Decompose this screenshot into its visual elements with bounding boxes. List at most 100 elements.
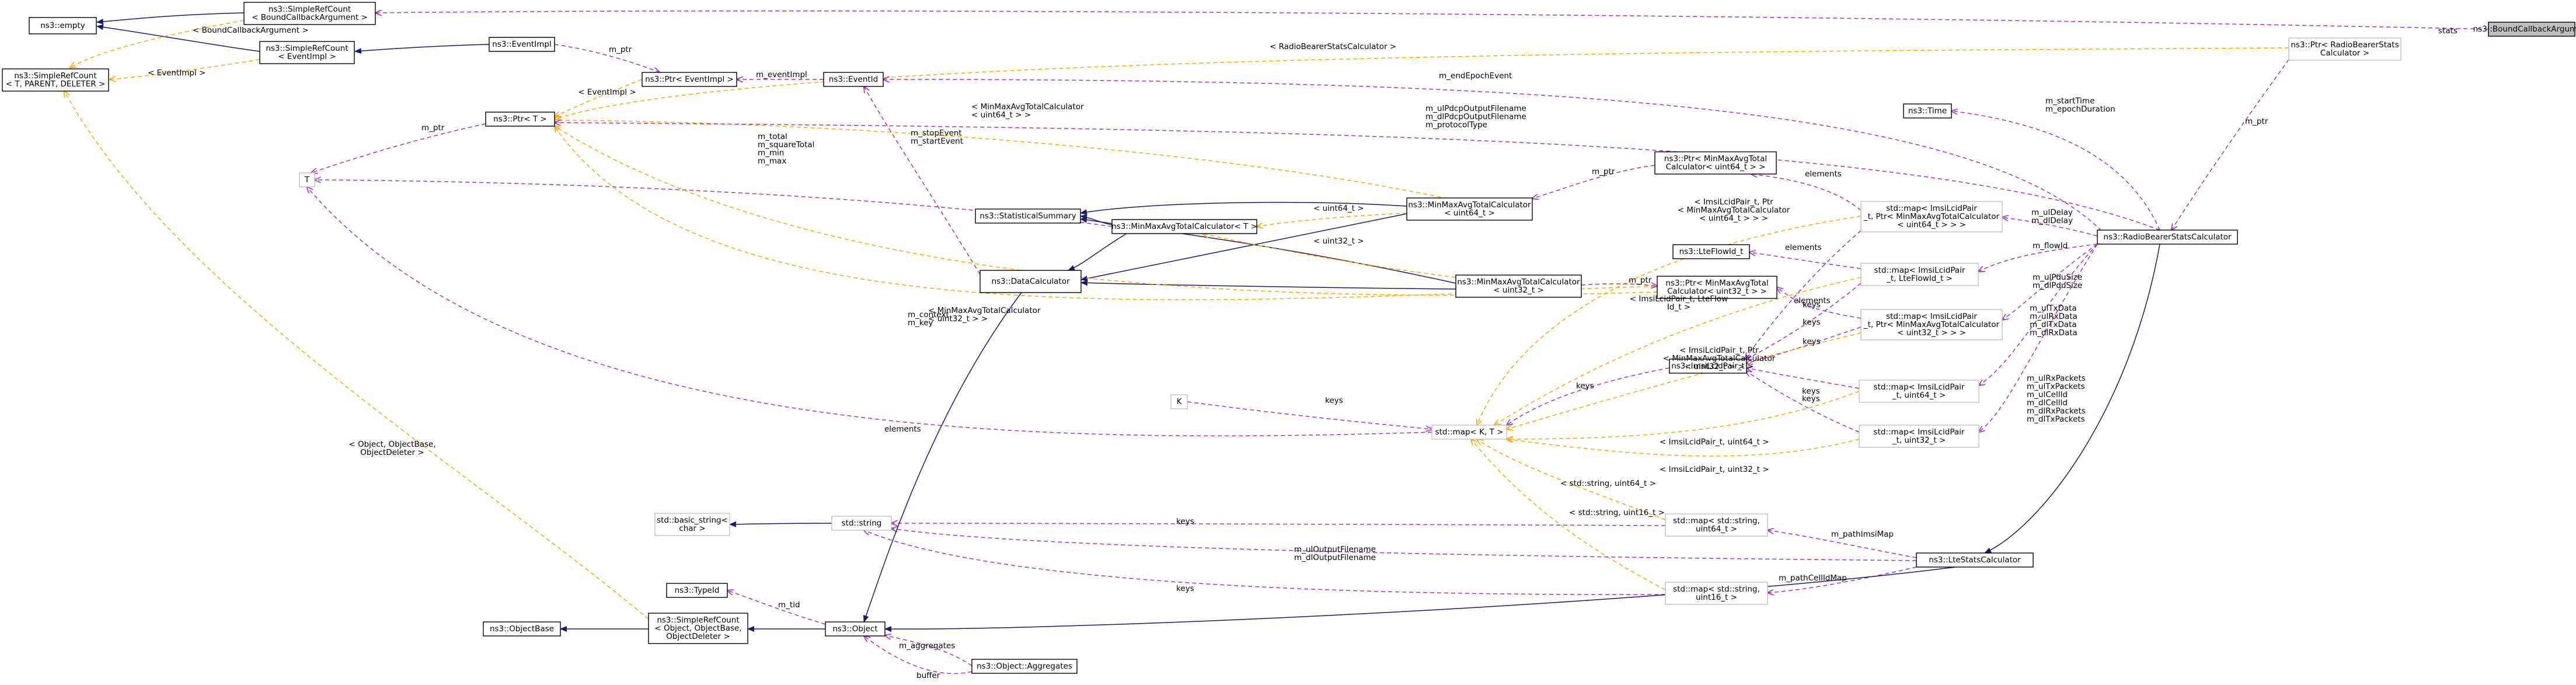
class-node-mapStr16[interactable]: std::map< std::string,uint16_t > (1665, 582, 1768, 605)
usage-edge-11 (1951, 111, 2160, 231)
class-node-mapPtr32[interactable]: std::map< ImsiLcidPair_t, Ptr< MinMaxAvg… (1860, 309, 2003, 340)
class-node-ptrT[interactable]: ns3::Ptr< T > (485, 112, 555, 127)
template-edge-52 (1471, 439, 1666, 590)
svg-text:< ImsiLcidPair_t, Ptr< MinMaxA: < ImsiLcidPair_t, Ptr< MinMaxAvgTotalCal… (1663, 346, 1776, 371)
svg-text:ns3::LteStatsCalculator: ns3::LteStatsCalculator (1929, 555, 2021, 565)
class-node-srcT[interactable]: ns3::SimpleRefCount< T, PARENT, DELETER … (2, 68, 109, 92)
class-node-mapU32[interactable]: std::map< ImsiLcidPair_t, uint32_t > (1859, 425, 1979, 448)
svg-text:< uint64_t >: < uint64_t > (1313, 204, 1364, 213)
usage-edge-15 (311, 123, 486, 173)
edge-label-keys1: keys (1176, 517, 1194, 526)
class-node-imsiLcid[interactable]: ns3::ImsiLcidPair_t (1669, 359, 1747, 374)
class-node-object[interactable]: ns3::Object (825, 621, 886, 637)
class-node-dataCalc[interactable]: ns3::DataCalculator (979, 270, 1082, 293)
usage-edge-8 (554, 44, 660, 72)
class-node-mapFlowId[interactable]: std::map< ImsiLcidPair_t, LteFlowId_t > (1860, 263, 1979, 286)
class-node-empty[interactable]: ns3::empty (29, 17, 97, 34)
class-node-basicString[interactable]: std::basic_string<char > (654, 513, 730, 536)
class-node-eventImpl[interactable]: ns3::EventImpl (489, 37, 555, 52)
class-node-mmAvg64[interactable]: ns3::MinMaxAvgTotalCalculator< uint64_t … (1406, 197, 1533, 221)
class-node-mmAvgT[interactable]: ns3::MinMaxAvgTotalCalculator< T > (1111, 219, 1257, 234)
edge-label-mptr4: m_ptr (1629, 276, 1652, 285)
class-node-lteFlowId[interactable]: ns3::LteFlowId_t (1672, 244, 1750, 259)
svg-text:std::basic_string<char >: std::basic_string<char > (657, 516, 728, 533)
usage-edge-32 (1745, 230, 1862, 359)
class-node-srcObject[interactable]: ns3::SimpleRefCount< Object, ObjectBase,… (648, 613, 748, 644)
edge-label-elements64: elements (1805, 169, 1842, 179)
svg-text:m_flowId: m_flowId (2033, 241, 2068, 251)
usage-edge-10 (883, 79, 2102, 231)
inheritance-edge-63 (1984, 244, 2160, 554)
class-node-mapPtr64[interactable]: std::map< ImsiLcidPair_t, Ptr< MinMaxAvg… (1860, 201, 2003, 232)
class-node-lteStats[interactable]: ns3::LteStatsCalculator (1916, 552, 2034, 568)
class-node-srcEventImpl[interactable]: ns3::SimpleRefCount< EventImpl > (259, 41, 355, 64)
svg-text:std::map< ImsiLcidPair_t, uint: std::map< ImsiLcidPair_t, uint64_t > (1874, 383, 1965, 400)
edge-label-aggregatesLbl: m_aggregates (899, 641, 955, 651)
template-edge-49 (1507, 439, 1860, 457)
edge-label-eventImplArg2: < EventImpl > (578, 88, 636, 97)
svg-text:ns3::SimpleRefCount< T, PARENT: ns3::SimpleRefCount< T, PARENT, DELETER … (6, 71, 106, 89)
svg-text:std::map< std::string,uint64_t: std::map< std::string,uint64_t > (1673, 516, 1760, 534)
class-node-rbsc[interactable]: ns3::RadioBearerStatsCalculator (2097, 230, 2238, 245)
edge-label-u64arg: < uint64_t > (1313, 204, 1364, 213)
svg-text:m_ptr: m_ptr (421, 123, 445, 133)
class-node-mapU64[interactable]: std::map< ImsiLcidPair_t, uint64_t > (1859, 380, 1979, 403)
svg-text:keys: keys (1176, 517, 1194, 526)
edge-label-flowId: m_flowId (2033, 241, 2068, 251)
class-node-boundCb[interactable]: ns3::BoundCallbackArgument (2473, 22, 2576, 37)
class-node-objectBase[interactable]: ns3::ObjectBase (483, 621, 561, 637)
class-node-T[interactable]: T (299, 172, 315, 187)
template-edge-25 (1202, 234, 1456, 278)
edge-label-keys2: keys (1803, 318, 1821, 327)
edge-label-mmAvgArg64: < MinMaxAvgTotalCalculator< uint64_t > > (971, 102, 1084, 120)
template-edge-48 (1507, 391, 1860, 439)
svg-text:< ImsiLcidPair_t, uint64_t >: < ImsiLcidPair_t, uint64_t > (1660, 437, 1769, 447)
class-node-eventId[interactable]: ns3::EventId (823, 72, 884, 87)
svg-text:K: K (1177, 397, 1183, 406)
class-node-statSummary[interactable]: ns3::StatisticalSummary (975, 208, 1081, 224)
inheritance-edge-18 (1080, 214, 1113, 225)
svg-text:ns3::Ptr< T >: ns3::Ptr< T > (493, 114, 547, 124)
class-node-ptrEventImpl[interactable]: ns3::Ptr< EventImpl > (642, 72, 737, 87)
class-node-srcBoundCb[interactable]: ns3::SimpleRefCount< BoundCallbackArgume… (243, 2, 376, 25)
svg-text:stats: stats (2438, 26, 2458, 36)
svg-text:< ImsiLcidPair_t, Ptr< MinMaxA: < ImsiLcidPair_t, Ptr< MinMaxAvgTotalCal… (1678, 197, 1790, 223)
svg-text:ns3::StatisticalSummary: ns3::StatisticalSummary (979, 211, 1076, 221)
svg-text:buffer: buffer (916, 671, 940, 680)
svg-text:m_eventImpl: m_eventImpl (756, 70, 807, 79)
class-node-mmAvg32[interactable]: ns3::MinMaxAvgTotalCalculator< uint32_t … (1455, 274, 1582, 298)
svg-text:< MinMaxAvgTotalCalculator< ui: < MinMaxAvgTotalCalculator< uint64_t > > (971, 102, 1084, 120)
svg-text:ns3::Ptr< EventImpl >: ns3::Ptr< EventImpl > (645, 75, 734, 84)
edge-label-keys2: keys (1176, 584, 1194, 593)
svg-text:ns3::EventImpl: ns3::EventImpl (492, 40, 551, 49)
usage-edge-65 (885, 635, 972, 666)
template-edge-51 (1477, 439, 1666, 520)
usage-edge-59 (727, 590, 826, 625)
svg-text:ns3::RadioBearerStatsCalculato: ns3::RadioBearerStatsCalculator (2103, 232, 2232, 242)
svg-text:keys: keys (1802, 394, 1820, 404)
class-node-mapStr64[interactable]: std::map< std::string,uint64_t > (1665, 513, 1768, 537)
svg-text:ns3::ObjectBase: ns3::ObjectBase (490, 624, 554, 634)
svg-text:ns3::Time: ns3::Time (1908, 106, 1947, 116)
class-node-K[interactable]: K (1170, 394, 1188, 409)
class-node-typeId[interactable]: ns3::TypeId (666, 583, 728, 598)
class-node-stdString[interactable]: std::string (831, 516, 892, 531)
class-node-time[interactable]: ns3::Time (1903, 103, 1952, 119)
class-node-aggregates[interactable]: ns3::Object::Aggregates (971, 659, 1078, 674)
edge-label-buffer: buffer (916, 671, 940, 680)
inheritance-edge-23 (1080, 280, 1456, 290)
svg-text:m_pathImsiMap: m_pathImsiMap (1831, 530, 1894, 539)
class-node-mapKT[interactable]: std::map< K, T > (1431, 425, 1507, 440)
edge-labels: < BoundCallbackArgument >< EventImpl >st… (148, 26, 2458, 680)
